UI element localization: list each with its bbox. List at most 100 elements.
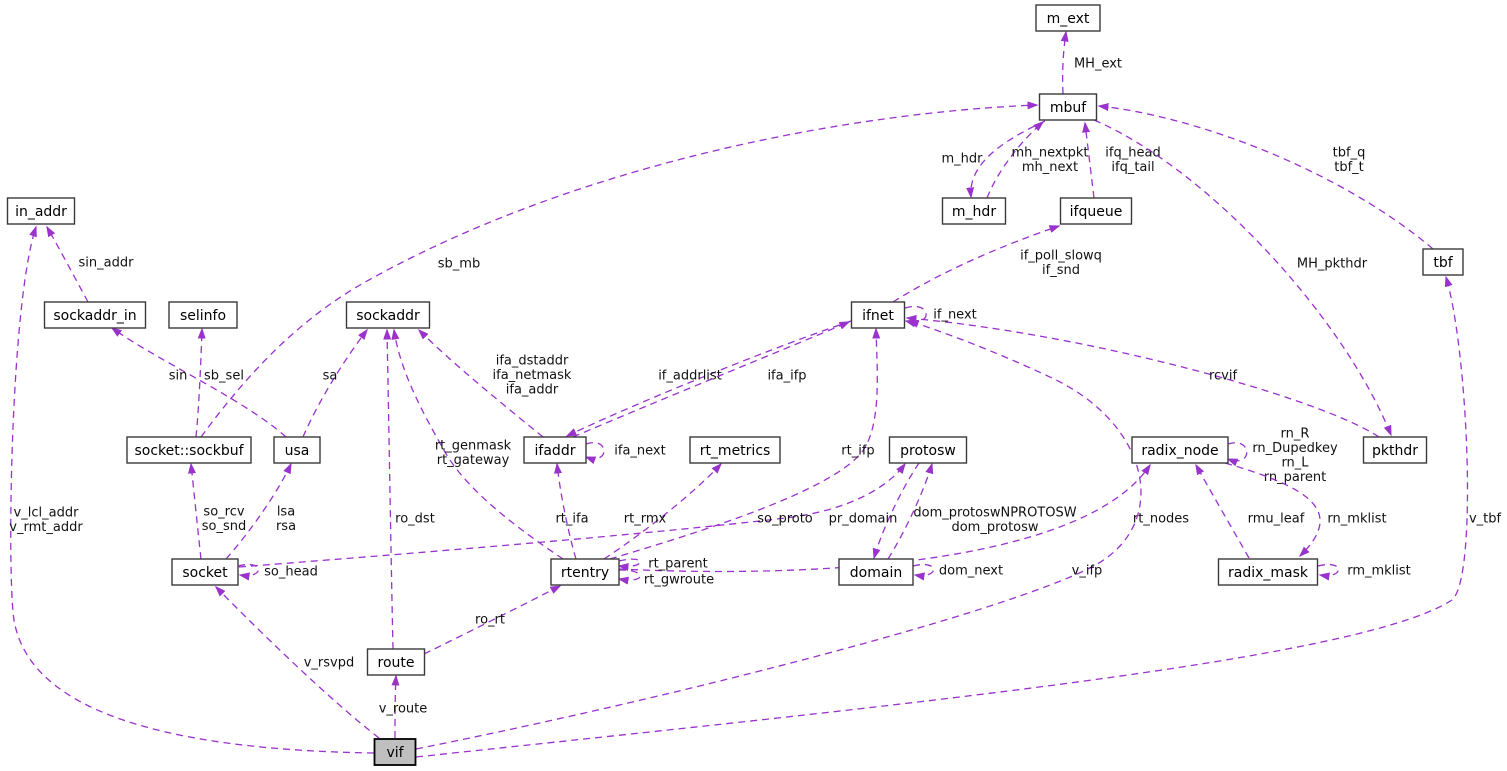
- edge-tbf-mbuf: [1097, 103, 1434, 250]
- edge-label-rtentry-ifnet: rt_ifp: [841, 444, 874, 459]
- edge-label-socket-protosw: so_proto: [757, 512, 813, 527]
- edge-label-socket-socket: so_head: [264, 565, 318, 580]
- node-box-domain[interactable]: [838, 558, 914, 586]
- node-m_hdr[interactable]: m_hdr: [941, 197, 1007, 225]
- edge-radix_mask-radix_node: [1195, 463, 1250, 559]
- edge-label-line: rt_gateway: [437, 453, 510, 468]
- edge-label-line: rt_parent: [648, 557, 708, 572]
- node-sockaddr[interactable]: sockaddr: [345, 301, 431, 329]
- node-box-rtentry[interactable]: [550, 558, 620, 586]
- node-box-pkthdr[interactable]: [1362, 436, 1428, 464]
- edge-label-line: dom_protosw: [951, 520, 1038, 535]
- edge-vif-socket: [214, 585, 380, 739]
- node-box-tbf[interactable]: [1422, 248, 1464, 276]
- edge-label-ifnet-ifnet: if_next: [933, 308, 977, 323]
- edge-label-line: so_rcv: [203, 505, 244, 520]
- edge-label-line: pr_domain: [829, 512, 898, 527]
- node-label-usa: usa: [285, 443, 310, 459]
- node-vif[interactable]: vif: [373, 738, 417, 766]
- node-box-sockbuf[interactable]: [126, 436, 252, 464]
- edge-label-rtentry-rt_metrics: rt_rmx: [624, 512, 667, 527]
- node-tbf[interactable]: tbf: [1422, 248, 1464, 276]
- edge-rtentry-rt_metrics: [603, 462, 723, 560]
- node-ifqueue[interactable]: ifqueue: [1059, 197, 1133, 225]
- node-usa[interactable]: usa: [273, 436, 321, 464]
- edge-label-line: MH_pkthdr: [1297, 257, 1368, 272]
- node-box-mbuf[interactable]: [1038, 93, 1098, 121]
- node-box-usa[interactable]: [273, 436, 321, 464]
- node-box-protosw[interactable]: [888, 436, 968, 464]
- edge-label-vif-tbf: v_tbf: [1469, 512, 1502, 527]
- node-ifnet[interactable]: ifnet: [850, 301, 906, 329]
- edge-label-line: v_route: [379, 702, 428, 717]
- edge-label-line: sa: [323, 369, 338, 384]
- node-box-socket[interactable]: [171, 558, 239, 586]
- node-route[interactable]: route: [366, 648, 426, 676]
- edge-ifaddr-ifnet: [572, 321, 851, 438]
- node-pkthdr[interactable]: pkthdr: [1362, 436, 1428, 464]
- node-m_ext[interactable]: m_ext: [1035, 4, 1101, 32]
- node-label-protosw: protosw: [900, 443, 956, 459]
- node-box-sockaddr[interactable]: [345, 301, 431, 329]
- edge-sockaddr_in-in_addr: [46, 225, 89, 303]
- edge-label-line: sin_addr: [79, 256, 135, 271]
- node-in_addr[interactable]: in_addr: [6, 197, 76, 225]
- node-label-ifnet: ifnet: [862, 308, 894, 324]
- node-box-ifnet[interactable]: [850, 301, 906, 329]
- edge-label-line: mh_next: [1022, 160, 1078, 175]
- edge-label-line: tbf_q: [1333, 146, 1366, 161]
- node-box-radix_node[interactable]: [1131, 436, 1229, 464]
- edge-label-domain-domain: dom_next: [939, 564, 1003, 579]
- node-box-radix_mask[interactable]: [1217, 558, 1319, 586]
- edge-label-line: rt_ifa: [555, 512, 588, 527]
- node-label-socket: socket: [182, 565, 228, 581]
- node-label-sockbuf: socket::sockbuf: [134, 443, 244, 459]
- node-box-m_hdr[interactable]: [941, 197, 1007, 225]
- node-label-vif: vif: [386, 745, 404, 761]
- edge-label-line: rt_gwroute: [644, 573, 714, 588]
- node-box-sockaddr_in[interactable]: [43, 301, 147, 329]
- edge-label-line: ifa_netmask: [493, 368, 572, 383]
- node-box-ifaddr[interactable]: [523, 436, 587, 464]
- node-box-ifqueue[interactable]: [1059, 197, 1133, 225]
- node-radix_node[interactable]: radix_node: [1131, 436, 1229, 464]
- edge-label-line: ifa_next: [614, 444, 665, 459]
- node-domain[interactable]: domain: [838, 558, 914, 586]
- node-box-route[interactable]: [366, 648, 426, 676]
- edge-label-line: rsa: [276, 519, 296, 534]
- node-label-m_hdr: m_hdr: [952, 204, 996, 220]
- edge-label-line: rn_parent: [1264, 470, 1326, 485]
- edge-label-line: so_head: [264, 565, 318, 580]
- edge-vif-in_addr: [10, 225, 375, 754]
- edge-rtentry-ifaddr: [554, 462, 577, 560]
- node-sockbuf[interactable]: socket::sockbuf: [126, 436, 252, 464]
- edge-label-mbuf-m_ext: MH_ext: [1074, 57, 1122, 72]
- node-box-selinfo[interactable]: [168, 301, 238, 329]
- node-box-vif[interactable]: [373, 738, 417, 766]
- edge-domain-protosw: [887, 462, 934, 560]
- edge-rtentry-rtentry: [617, 569, 641, 585]
- node-rt_metrics[interactable]: rt_metrics: [689, 436, 781, 464]
- node-ifaddr[interactable]: ifaddr: [523, 436, 587, 464]
- node-radix_mask[interactable]: radix_mask: [1217, 558, 1319, 586]
- node-label-sockaddr: sockaddr: [356, 308, 420, 324]
- edge-label-sockbuf-mbuf: sb_mb: [438, 257, 480, 272]
- node-protosw[interactable]: protosw: [888, 436, 968, 464]
- node-box-in_addr[interactable]: [6, 197, 76, 225]
- edge-label-line: rn_L: [1281, 456, 1309, 471]
- node-rtentry[interactable]: rtentry: [550, 558, 620, 586]
- node-socket[interactable]: socket: [171, 558, 239, 586]
- node-box-rt_metrics[interactable]: [689, 436, 781, 464]
- node-label-radix_node: radix_node: [1141, 443, 1218, 459]
- edge-label-vif-ifnet: v_ifp: [1072, 564, 1103, 579]
- node-sockaddr_in[interactable]: sockaddr_in: [43, 301, 147, 329]
- node-label-in_addr: in_addr: [15, 204, 67, 220]
- node-selinfo[interactable]: selinfo: [168, 301, 238, 329]
- node-mbuf[interactable]: mbuf: [1038, 93, 1098, 121]
- node-box-m_ext[interactable]: [1035, 4, 1101, 32]
